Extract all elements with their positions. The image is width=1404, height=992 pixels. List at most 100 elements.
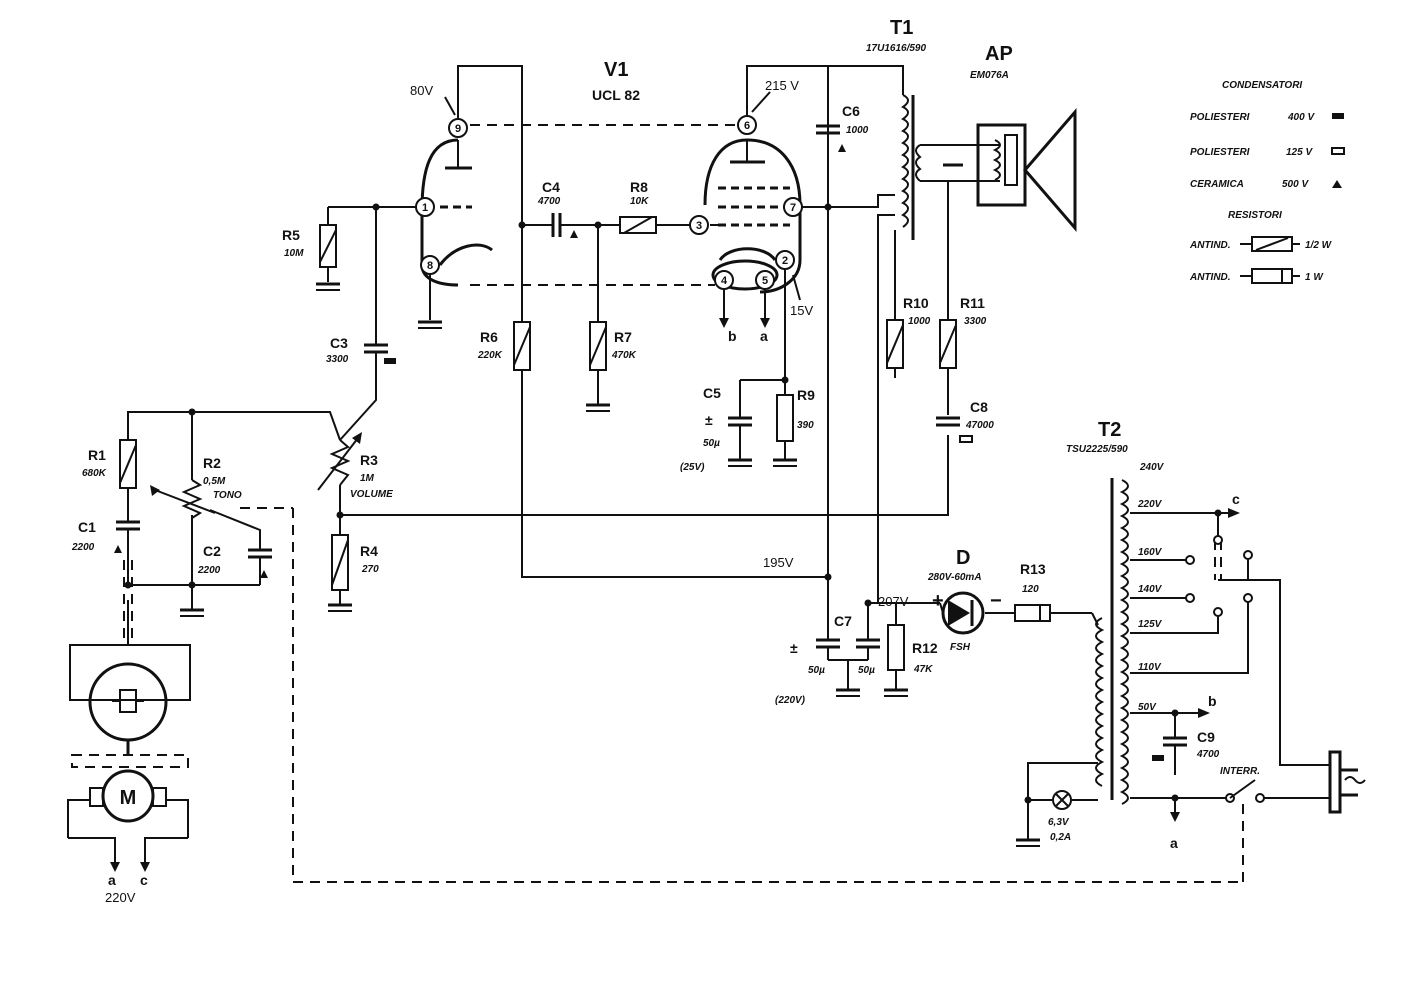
- ap-value: EM076A: [970, 70, 1009, 81]
- ground-icon: [728, 458, 752, 467]
- r4-ref: R4: [360, 543, 378, 559]
- c6-value: 1000: [846, 125, 869, 136]
- r9-value: 390: [797, 420, 814, 431]
- r13-value: 120: [1022, 584, 1039, 595]
- r4-value: 270: [361, 564, 379, 575]
- node-b-t2: b: [1208, 693, 1217, 709]
- resistor-r1: [119, 439, 137, 489]
- c1-value: 2200: [71, 542, 95, 553]
- r10-ref: R10: [903, 295, 929, 311]
- resistor-r8: [619, 216, 657, 234]
- c8-value: 47000: [965, 420, 994, 431]
- node-b-heater: b: [728, 328, 737, 344]
- c7-ref: C7: [834, 613, 852, 629]
- c9-ref: C9: [1197, 729, 1215, 745]
- svg-text:9: 9: [455, 123, 461, 135]
- potentiometer-r2: [150, 479, 216, 519]
- legend-cap-2-rating: 125 V: [1286, 147, 1313, 158]
- r1-ref: R1: [88, 447, 106, 463]
- diode-d: [939, 591, 985, 635]
- mains-voltage: 220V: [105, 890, 136, 905]
- voltage-15v: 15V: [790, 303, 813, 318]
- c1-ref: C1: [78, 519, 96, 535]
- ground-icon: [328, 603, 352, 612]
- legend-res-1-name: ANTIND.: [1189, 240, 1231, 251]
- t2-tap-50: 50V: [1138, 702, 1157, 713]
- t2-tap-125: 125V: [1138, 619, 1163, 630]
- svg-text:8: 8: [427, 260, 433, 272]
- r13-ref: R13: [1020, 561, 1046, 577]
- r2-name: TONO: [213, 490, 242, 501]
- c2-value: 2200: [197, 565, 221, 576]
- c5-rating: (25V): [680, 462, 705, 473]
- svg-text:5: 5: [762, 275, 768, 287]
- node-a-t2: a: [1170, 835, 1178, 851]
- c5-plus: ±: [705, 412, 713, 428]
- capacitor-c7: [816, 638, 880, 660]
- r11-value: 3300: [964, 316, 987, 327]
- r12-ref: R12: [912, 640, 938, 656]
- voltage-215v: 215 V: [765, 78, 799, 93]
- capacitor-c8: [936, 416, 973, 443]
- r7-ref: R7: [614, 329, 632, 345]
- legend-res-2-name: ANTIND.: [1189, 272, 1231, 283]
- legend-cap-1-rating: 400 V: [1287, 112, 1315, 123]
- d-ref: D: [956, 547, 970, 569]
- transformer-t2: [1095, 478, 1253, 822]
- resistor-r13: [1014, 604, 1051, 622]
- legend: CONDENSATORI POLIESTERI 400 V POLIESTERI…: [1189, 80, 1345, 284]
- lamp-voltage: 6,3V: [1048, 817, 1070, 828]
- capacitor-c4: [545, 213, 578, 238]
- svg-text:2: 2: [782, 255, 788, 267]
- legend-cap-3-rating: 500 V: [1282, 179, 1309, 190]
- c5-value: 50µ: [703, 438, 720, 449]
- c3-ref: C3: [330, 335, 348, 351]
- pin-3: 3: [689, 215, 709, 235]
- r8-ref: R8: [630, 179, 648, 195]
- d-type: FSH: [950, 642, 971, 653]
- t2-tap-160: 160V: [1138, 547, 1163, 558]
- tube-v1: 9 1 8 6 3 7 2 4 5: [415, 91, 803, 328]
- svg-text:6: 6: [744, 120, 750, 132]
- pickup-cartridge-icon: [88, 662, 168, 755]
- c9-value: 4700: [1196, 749, 1220, 760]
- capacitor-c6: [816, 124, 846, 152]
- t2-tap-110: 110V: [1138, 662, 1162, 673]
- pin-4: 4: [714, 270, 734, 290]
- r5-ref: R5: [282, 227, 300, 243]
- ground-icon: [836, 688, 860, 697]
- ground-icon: [586, 403, 610, 412]
- c7-value-b: 50µ: [858, 665, 875, 676]
- capacitors: [114, 124, 1187, 761]
- legend-cap-1-name: POLIESTERI: [1190, 112, 1250, 123]
- legend-res-title: RESISTORI: [1228, 210, 1282, 221]
- node-c-motor: c: [140, 872, 148, 888]
- switch-label: INTERR.: [1220, 766, 1260, 777]
- t2-tap-240: 240V: [1139, 462, 1165, 473]
- mains-plug-icon: [1328, 750, 1366, 814]
- labels: 80V 215 V 15V 195V 207V 220V R5 10M C3 3…: [71, 17, 1260, 905]
- svg-text:7: 7: [790, 202, 796, 214]
- power-switch-icon: [1225, 779, 1265, 803]
- pin-1: 1: [415, 197, 435, 217]
- capacitor-c9: [1152, 736, 1187, 761]
- voltage-195v: 195V: [763, 555, 794, 570]
- d-plus: +: [932, 590, 944, 612]
- t2-ref: T2: [1098, 419, 1121, 441]
- resistor-r10: [886, 319, 904, 369]
- pin-2: 2: [775, 250, 795, 270]
- legend-cap-2-name: POLIESTERI: [1190, 147, 1250, 158]
- svg-text:4: 4: [721, 275, 728, 287]
- band-resistor-icon: [1240, 268, 1300, 284]
- resistor-r11: [939, 319, 957, 369]
- shield-dashes: [71, 124, 1244, 883]
- r5-value: 10M: [284, 248, 304, 259]
- t1-ref: T1: [890, 17, 913, 39]
- r7-value: 470K: [611, 350, 637, 361]
- potentiometer-r3: [317, 432, 362, 491]
- t2-tap-140: 140V: [1138, 584, 1163, 595]
- ground-icon: [884, 688, 908, 697]
- r3-name: VOLUME: [350, 489, 393, 500]
- r8-value: 10K: [630, 196, 649, 207]
- c7-rating: (220V): [775, 695, 806, 706]
